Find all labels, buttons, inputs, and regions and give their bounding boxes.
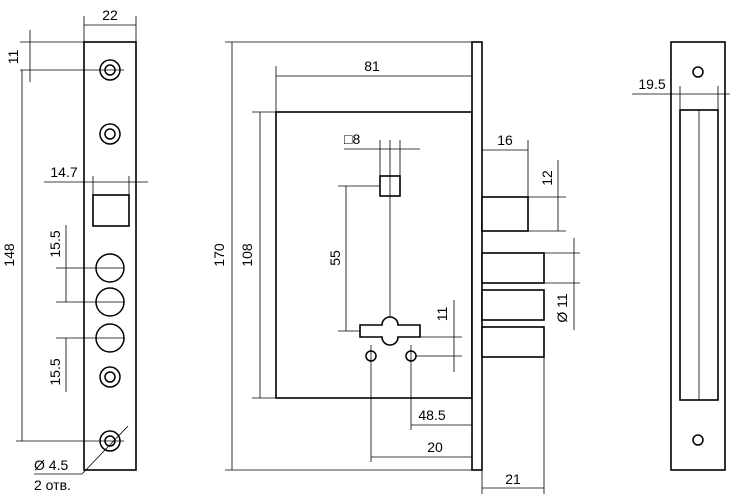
dim-latch-height: 12	[539, 170, 555, 186]
dim-body-width: 81	[364, 58, 380, 74]
dim-keyhole-offset: 11	[434, 307, 450, 322]
dim-top-hole-offset: 11	[5, 50, 21, 65]
dim-hole-spacing-lower: 15.5	[47, 358, 63, 385]
dim-screw-hole-count: 2 отв.	[34, 477, 71, 493]
side-hole-top	[692, 66, 704, 78]
dim-side-offset: 19.5	[638, 76, 665, 92]
bolt-3	[481, 326, 545, 358]
dim-spindle-to-keyhole: 55	[327, 250, 343, 266]
bolt-1	[481, 252, 545, 284]
dim-body-height: 108	[239, 243, 255, 267]
dim-backset: 48.5	[418, 407, 445, 423]
bolt-2	[481, 289, 545, 321]
dim-screw-hole-diameter: Ø 4.5	[34, 457, 68, 473]
faceplate-edge	[471, 41, 483, 471]
dim-bolt-projection: 21	[505, 471, 521, 487]
latch	[481, 196, 529, 232]
dim-keyhole-spacing: 20	[427, 439, 443, 455]
mount-hole-upper	[99, 123, 121, 145]
dim-hole-spacing-upper: 15.5	[47, 230, 63, 257]
latch-window	[92, 194, 130, 227]
dim-faceplate-width: 22	[102, 7, 118, 23]
dim-latch-window-offset: 14.7	[50, 164, 77, 180]
faceplate-view: 22 11 148 14.7 15.5 15.5 Ø 4.5 2 отв.	[1, 7, 148, 493]
dim-bolt-diameter: Ø 11	[554, 293, 570, 323]
dim-overall-height: 170	[211, 243, 227, 267]
dim-latch-projection: 16	[497, 132, 513, 148]
side-view: 19.5	[632, 41, 730, 471]
lock-body	[275, 111, 473, 399]
dim-faceplate-length: 148	[1, 243, 17, 267]
mount-hole-lower	[99, 366, 121, 388]
lock-body-view: 81 170 108 □8 55 11 48.5 20	[211, 41, 580, 494]
side-hole-bottom	[692, 434, 704, 446]
dim-spindle-square: □8	[344, 131, 360, 147]
